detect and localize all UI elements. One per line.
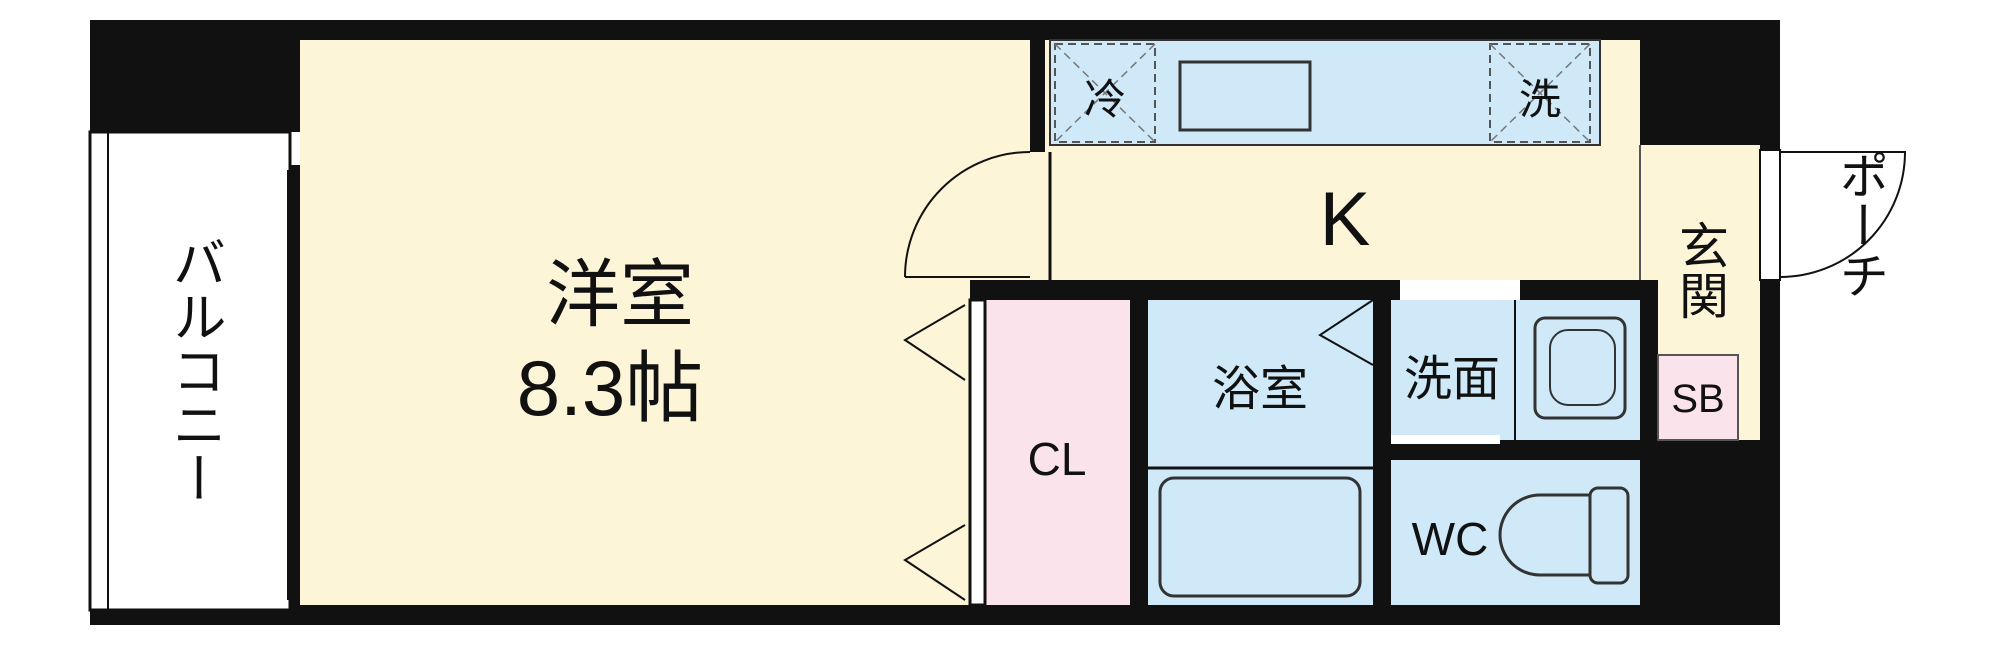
front-door-swing <box>1779 151 1907 278</box>
western-room-label: 洋室 <box>546 253 694 336</box>
wall-southeast <box>1640 440 1780 625</box>
toilet-label: WC <box>1412 513 1489 565</box>
front-door-gap <box>1759 149 1781 281</box>
toilet-tank <box>1588 486 1630 585</box>
wash-basin <box>1533 316 1627 420</box>
wall-entrance-left <box>1640 280 1658 465</box>
kitchen-sink <box>1178 60 1312 132</box>
wall-bath-right <box>1373 280 1391 625</box>
wall-wash-top <box>1520 280 1640 300</box>
shoe-box-label: SB <box>1671 377 1724 421</box>
wall-partition-mid <box>970 280 1400 300</box>
washroom-label: 洗面 <box>1404 353 1500 406</box>
closet-wall-left <box>968 298 987 607</box>
wall-closet-right <box>1130 280 1148 625</box>
western-room <box>300 40 1030 605</box>
closet <box>985 300 1130 605</box>
wall-partition-upper <box>1030 40 1045 152</box>
bathroom-label: 浴室 <box>1212 363 1308 416</box>
fridge-label: 冷 <box>1084 76 1126 123</box>
balcony <box>88 130 292 612</box>
washer-label: 洗 <box>1519 76 1561 123</box>
fridge-cross-2 <box>1054 43 1156 143</box>
entrance-label: 玄関 <box>1672 220 1728 320</box>
wash-bowl <box>1549 329 1616 406</box>
closet-door-lower <box>903 524 966 601</box>
closet-label: CL <box>1028 433 1087 485</box>
wall-north <box>90 20 1780 40</box>
shoe-box <box>1657 354 1739 441</box>
wall-south <box>90 605 1780 625</box>
washer-cross-2 <box>1489 43 1591 143</box>
bath-door <box>1318 299 1374 366</box>
porch-label: ポーチ <box>1832 150 1888 300</box>
closet-door-upper <box>903 304 966 381</box>
western-room-size-label: 8.3帖 <box>517 344 703 432</box>
toilet-bowl <box>1498 493 1617 577</box>
bathtub <box>1158 476 1362 598</box>
door-swing-western <box>904 151 1031 278</box>
balcony-label: バルコニー <box>164 235 224 505</box>
kitchen-label: K <box>1320 177 1371 262</box>
